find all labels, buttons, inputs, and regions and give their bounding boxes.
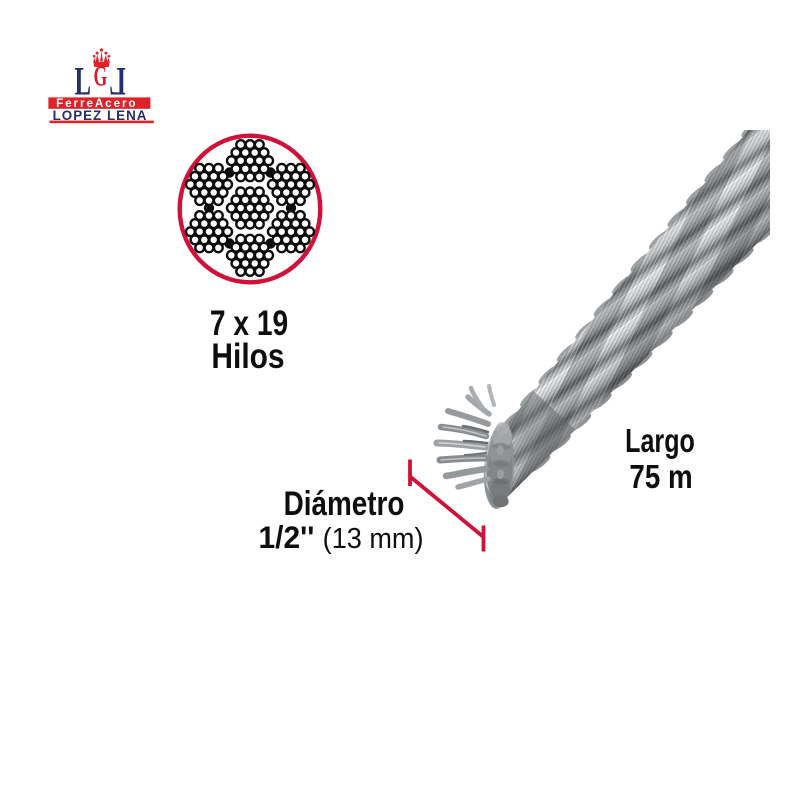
svg-text:LOPEZ LENA: LOPEZ LENA [53, 108, 148, 123]
svg-text:L: L [75, 60, 92, 104]
svg-text:L: L [109, 60, 126, 104]
svg-text:FerreAcero: FerreAcero [56, 97, 137, 110]
svg-text:G: G [94, 61, 108, 92]
